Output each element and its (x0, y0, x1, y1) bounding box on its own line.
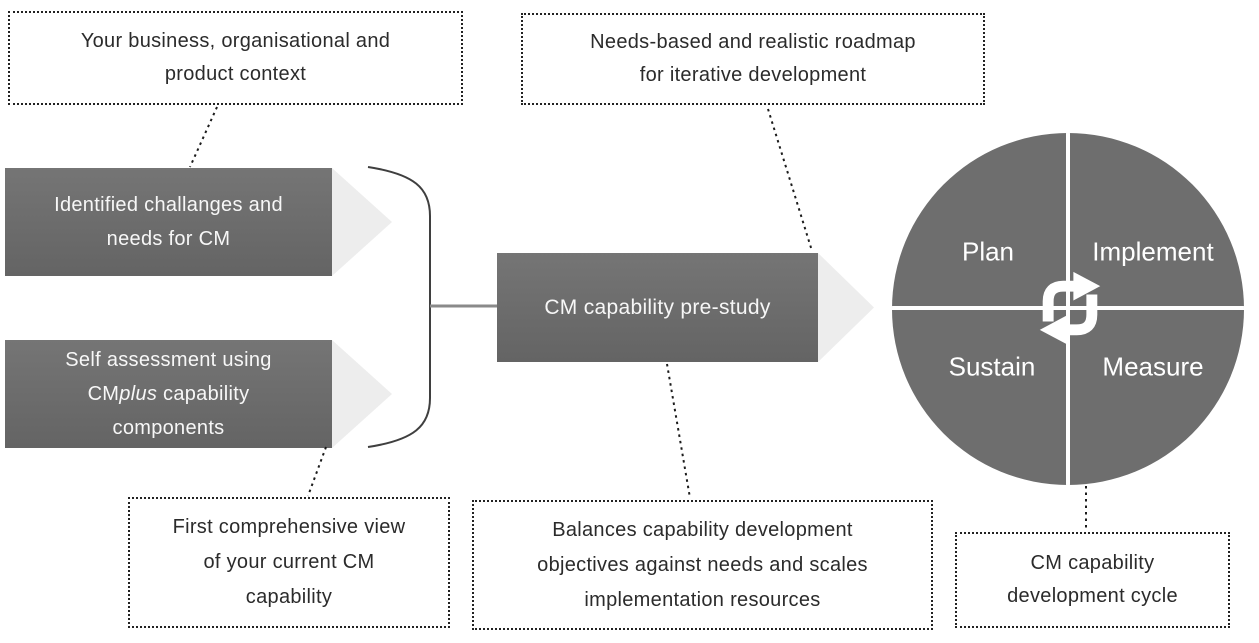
circle-horizontal-divider (892, 306, 1244, 310)
self-assessment-arrowhead-icon (332, 340, 392, 448)
pre-study-arrow-label: CM capability pre-study (544, 295, 771, 319)
self-assessment-arrow-line: CMplus capability (87, 383, 250, 405)
dev-cycle-box-line: development cycle (1007, 585, 1178, 607)
quadrant-plan: Plan (961, 236, 1015, 267)
first-view-box: First comprehensive view of your current… (128, 497, 450, 628)
roadmap-box: Needs-based and realistic roadmap for it… (521, 13, 985, 105)
connector-prestudy-to-balances (666, 363, 691, 499)
roadmap-box-line: for iterative development (639, 64, 867, 86)
first-view-box-line: of your current CM (203, 551, 375, 573)
connector-context-to-challenges (189, 106, 218, 168)
quadrant-measure: Measure (1102, 351, 1204, 382)
dev-cycle-box: CM capability development cycle (955, 532, 1230, 628)
balances-box-line: Balances capability development (552, 518, 853, 541)
balances-box-line: objectives against needs and scales (537, 553, 868, 576)
context-box-line: Your business, organisational and (80, 30, 391, 52)
dev-cycle-box-line: CM capability (1030, 552, 1155, 574)
self-assessment-arrow-line: Self assessment using (65, 349, 272, 371)
challenges-arrow-line: needs for CM (106, 228, 231, 250)
quadrant-sustain: Sustain (948, 351, 1036, 382)
balances-box: Balances capability development objectiv… (472, 500, 933, 630)
challenges-arrow: Identified challanges and needs for CM (5, 168, 332, 276)
quadrant-implement: Implement (1092, 236, 1214, 267)
roadmap-box-line: Needs-based and realistic roadmap (590, 31, 916, 53)
self-assessment-arrow: Self assessment using CMplus capability … (5, 340, 332, 448)
pre-study-arrowhead-icon (818, 253, 874, 362)
challenges-arrowhead-icon (332, 168, 392, 276)
development-cycle-circle: Plan Implement Sustain Measure (892, 133, 1244, 485)
pre-study-arrow: CM capability pre-study (497, 253, 818, 362)
context-box-line: product context (164, 63, 307, 85)
challenges-arrow-line: Identified challanges and (54, 194, 283, 216)
self-assessment-arrow-line: components (112, 417, 225, 439)
context-box: Your business, organisational and produc… (8, 11, 463, 105)
first-view-box-line: capability (245, 586, 333, 608)
first-view-box-line: First comprehensive view (172, 516, 406, 538)
balances-box-line: implementation resources (584, 588, 821, 611)
connector-selfassessment-to-firstview (307, 446, 327, 497)
connector-roadmap-to-prestudy (767, 108, 813, 252)
cycle-arrows-icon (1039, 271, 1101, 345)
